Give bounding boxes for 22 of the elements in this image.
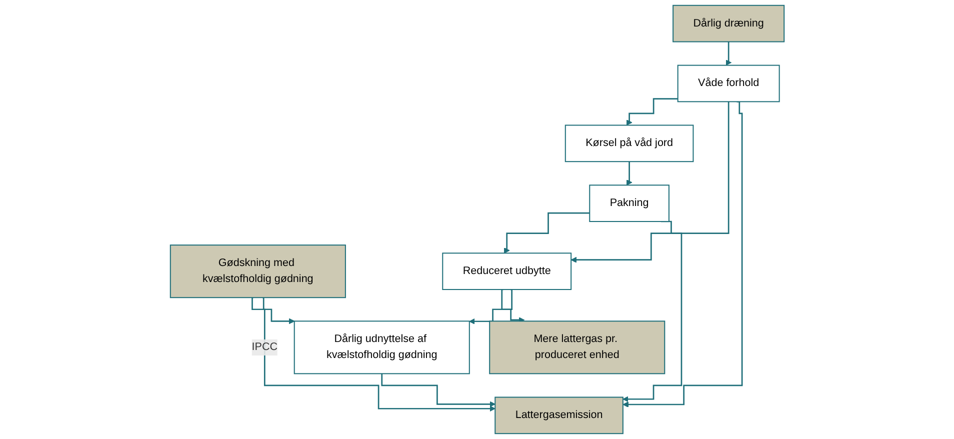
arrow — [251, 296, 294, 324]
arrow — [380, 373, 496, 408]
node-box: Dårlig dræning — [672, 4, 784, 42]
node-box: Lattergasemission — [494, 396, 624, 434]
arrow — [570, 101, 729, 263]
arrow — [626, 98, 678, 126]
arrow — [725, 41, 732, 66]
node-box: Pakning — [588, 184, 670, 222]
arrow — [504, 212, 590, 254]
arrow — [622, 101, 742, 408]
node-box: Gødskning med kvælstofholdig gødning — [170, 244, 346, 298]
arrow — [468, 288, 512, 324]
node-box: Dårlig udnyttelse af kvælstofholdig gødning — [294, 320, 470, 374]
node-box: Reduceret udbytte — [442, 252, 572, 290]
arrow — [262, 296, 496, 412]
node-box: Våde forhold — [677, 64, 780, 102]
arrow — [500, 288, 524, 323]
arrow — [626, 160, 632, 186]
node-box: Kørsel på våd jord — [564, 124, 694, 162]
node-box: Mere lattergas pr. produceret enhed — [488, 320, 665, 374]
arrow — [622, 220, 682, 402]
edge-label: IPCC — [252, 341, 278, 353]
